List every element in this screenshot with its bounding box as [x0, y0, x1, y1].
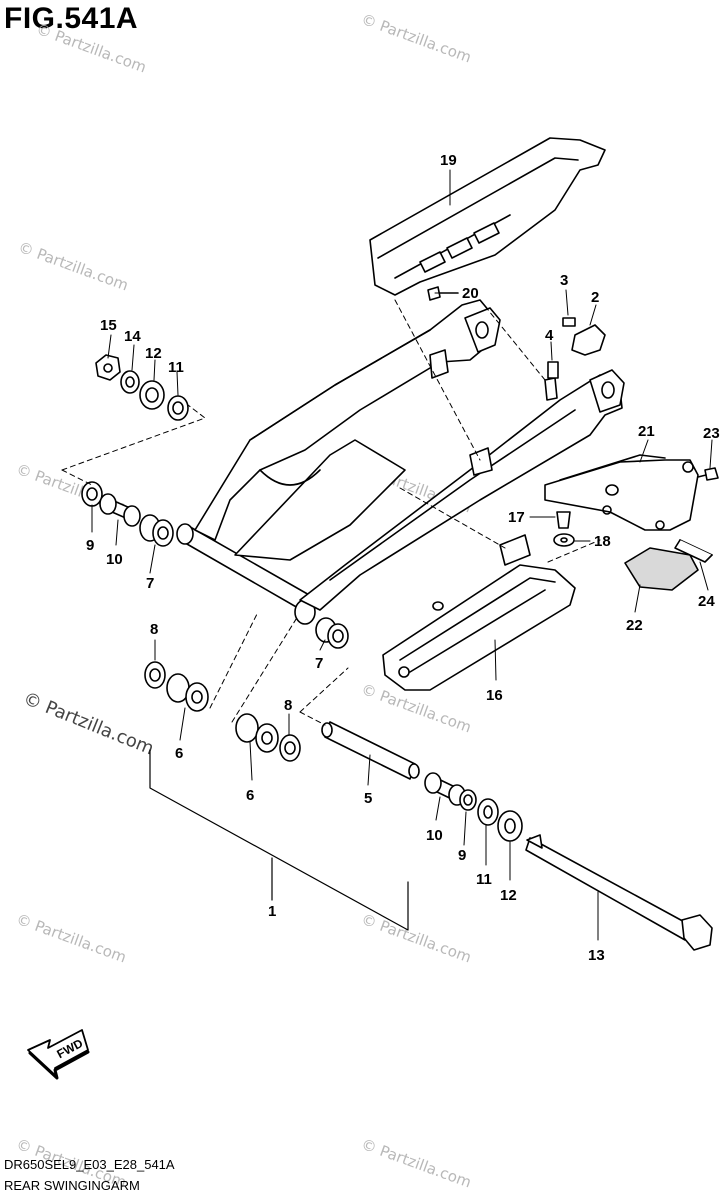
- callout: 6: [246, 787, 254, 804]
- callout: 17: [508, 509, 525, 526]
- washer-11-right: [477, 798, 499, 826]
- callout: 21: [638, 423, 655, 440]
- seal-12-right: [497, 810, 523, 842]
- callout: 3: [560, 272, 568, 289]
- callout: 24: [698, 593, 715, 610]
- fwd-arrow: [27, 1029, 90, 1080]
- callout: 6: [175, 745, 183, 762]
- spacer-10-left: [99, 493, 141, 527]
- washer-11: [167, 395, 189, 421]
- seal-8-left: [144, 661, 166, 689]
- chain-guard: [369, 137, 606, 296]
- bolt-17: [556, 511, 571, 529]
- clip-2: [571, 324, 606, 356]
- figure-name: REAR SWINGINGARM: [4, 1178, 140, 1193]
- washer-9-right: [459, 789, 477, 811]
- bracket-21: [544, 454, 699, 531]
- callout: 9: [86, 537, 94, 554]
- callout: 11: [168, 359, 184, 376]
- bearing-7-right: [315, 617, 349, 649]
- callout: 7: [146, 575, 154, 592]
- swingarm: [176, 299, 625, 625]
- callout: 9: [458, 847, 466, 864]
- callout: 8: [284, 697, 292, 714]
- callout: 16: [486, 687, 503, 704]
- callout: 13: [588, 947, 605, 964]
- callout: 23: [703, 425, 720, 442]
- callout: 2: [591, 289, 599, 306]
- seal-8-right: [279, 734, 301, 762]
- bolt-23: [697, 467, 719, 481]
- callout: 4: [545, 327, 554, 344]
- washer-14: [120, 370, 140, 394]
- bolt-4: [547, 361, 559, 379]
- bolt-24: [674, 539, 713, 563]
- callout: 12: [500, 887, 517, 904]
- callout: 22: [626, 617, 643, 634]
- callout: 18: [594, 533, 611, 550]
- washer-9-left: [81, 481, 103, 507]
- callout: 8: [150, 621, 158, 638]
- callout: 1: [268, 903, 276, 920]
- seal-12: [139, 380, 165, 410]
- bushing-6-left: [166, 673, 209, 712]
- callout: 5: [364, 790, 372, 807]
- figure-title: FIG.541A: [4, 2, 139, 35]
- callout: 15: [100, 317, 117, 334]
- washer-18: [553, 533, 575, 547]
- pivot-bolt-13: [525, 834, 713, 951]
- callout: 12: [145, 345, 162, 362]
- chain-buffer: [382, 534, 576, 691]
- callout: 7: [315, 655, 323, 672]
- bushing-6-right: [235, 713, 279, 753]
- callout: 19: [440, 152, 457, 169]
- callout: 10: [426, 827, 443, 844]
- callout: 10: [106, 551, 123, 568]
- nut-15: [95, 354, 121, 381]
- callout: 14: [124, 328, 141, 345]
- callout: 20: [462, 285, 479, 302]
- spacer-5: [321, 721, 420, 780]
- callout: 11: [476, 871, 492, 888]
- model-code: DR650SEL9_E03_E28_541A: [4, 1157, 175, 1172]
- bearing-7-left: [139, 514, 174, 547]
- callout-labels: 1 2 3 4 5 6 6 7 7 8 8 9 9 10 10 11 11 12…: [86, 152, 720, 964]
- bolt-3: [562, 317, 576, 327]
- spacer-10-right: [424, 772, 466, 806]
